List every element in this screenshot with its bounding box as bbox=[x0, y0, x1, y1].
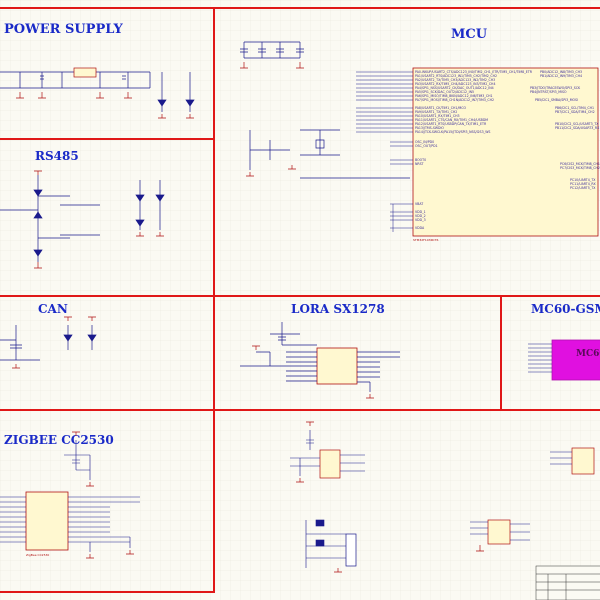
mcu-pin-label: PB4/JNTRST/SPI3_MISO bbox=[530, 90, 567, 94]
mcu-title: MCU bbox=[451, 27, 488, 42]
mcu-pin-names: PA0-WKUP/USART2_CTS/ADC123_IN0/TIM2_CH1_… bbox=[413, 70, 600, 242]
mcu-pin-label: OSC_OUT/PD1 bbox=[415, 144, 438, 148]
rs485-title: RS485 bbox=[35, 149, 79, 163]
mcu-pin-label: PB1/ADC12_IN9/TIM3_CH4 bbox=[540, 74, 582, 78]
lora-grounds bbox=[252, 345, 374, 399]
mcu-pin-label: PA10/USART1_RX/TIM1_CH3 bbox=[415, 114, 460, 118]
zigbee-title: ZIGBEE CC2530 bbox=[4, 433, 114, 447]
mcu-pin-label: PC7/I2S3_MCK/TIM8_CH2 bbox=[560, 166, 600, 170]
lora-circuit bbox=[240, 322, 400, 392]
mcu-pin-label: PC6/I2S2_MCK/TIM8_CH1 bbox=[560, 162, 600, 166]
power-supply-title: POWER SUPPLY bbox=[4, 22, 124, 37]
connector-b bbox=[487, 519, 511, 545]
gsm-frame bbox=[500, 295, 600, 411]
lora-module bbox=[316, 347, 358, 385]
mcu-pin-label: PB10/I2C2_SCL/USART3_TX bbox=[555, 122, 599, 126]
mcu-pin-label: PA7/SPI1_MOSI/TIM8_CH1N/ADC12_IN7/TIM3_C… bbox=[415, 98, 494, 102]
mcu-pin-label: VDD_3 bbox=[415, 218, 426, 222]
misc-grounds bbox=[296, 421, 484, 573]
gsm-title: MC60-GSM- bbox=[531, 302, 600, 316]
can-grounds bbox=[12, 316, 96, 369]
zigbee-circuit bbox=[0, 440, 140, 552]
misc-circuit bbox=[290, 430, 572, 568]
section-borders bbox=[0, 7, 600, 593]
mcu-pin-label: PA13/JTMS-SWDIO bbox=[415, 126, 444, 130]
can-title: CAN bbox=[38, 302, 68, 316]
mcu-pin-label: VBAT bbox=[415, 202, 423, 206]
mcu-pin-label: PA6/SPI1_MISO/TIM8_BKIN/ADC12_IN6/TIM3_C… bbox=[415, 94, 493, 98]
zigbee-ref-label: ZigBee CC2530 bbox=[26, 553, 49, 557]
mcu-pin-label: VDD_2 bbox=[415, 214, 426, 218]
mcu-pin-label: PB0/ADC12_IN8/TIM3_CH3 bbox=[540, 70, 582, 74]
mcu-pin-label: PA5/SPI1_SCK/DAC_OUT2/ADC12_IN5 bbox=[415, 90, 474, 94]
mcu-pins-left bbox=[356, 71, 413, 232]
connector-a bbox=[319, 449, 341, 479]
mcu-pin-label: OSC_IN/PD0 bbox=[415, 140, 434, 144]
gsm-module-label: MC60 bbox=[576, 349, 600, 359]
mcu-pin-label: PB7/I2C1_SDA/TIM4_CH2 bbox=[555, 110, 595, 114]
lora-title: LORA SX1278 bbox=[291, 302, 385, 316]
mcu-pin-label: PC12/UART5_TX bbox=[570, 186, 596, 190]
title-block bbox=[535, 565, 600, 600]
mcu-chip bbox=[412, 67, 599, 237]
mcu-pin-label: PB5/I2C1_SMBA/SPI3_MOSI bbox=[535, 98, 578, 102]
mcu-pin-label: PA14/JTCK-SWCLK/PA15/JTDI/SPI3_NSS/I2S3_… bbox=[415, 130, 490, 134]
mcu-pin-label: PA12/USART1_RTS/USBDP/CAN_TX/TIM1_ETR bbox=[415, 122, 487, 126]
power-grounds bbox=[16, 92, 194, 119]
gsm-circuit bbox=[528, 343, 552, 373]
zigbee-grounds bbox=[72, 431, 134, 559]
mcu-decoupling bbox=[240, 41, 410, 179]
rs485-grounds bbox=[34, 170, 164, 269]
mcu-pin-label: PA3/USART2_RX/TIM5_CH4/ADC123_IN3/TIM2_C… bbox=[415, 82, 495, 86]
mcu-pin-label: BOOT0 bbox=[415, 158, 426, 162]
zigbee-frame bbox=[0, 409, 215, 593]
mcu-pin-label: PA1/USART2_RTS/ADC123_IN1/TIM5_CH2/TIM2_… bbox=[415, 74, 497, 78]
mcu-pin-label: PB3/JTDO/TRACESWO/SPI3_SCK bbox=[530, 86, 581, 90]
mcu-pin-label: PA9/USART1_TX/TIM1_CH2 bbox=[415, 110, 457, 114]
mcu-pin-label: PA2/USART2_TX/TIM5_CH3/ADC123_IN2/TIM2_C… bbox=[415, 78, 495, 82]
zigbee-module bbox=[25, 491, 69, 551]
mcu-pin-label: NRST bbox=[415, 162, 424, 166]
mcu-pin-label: VDDA bbox=[415, 226, 425, 230]
mcu-pin-label: PA0-WKUP/USART2_CTS/ADC123_IN0/TIM2_CH1_… bbox=[415, 70, 533, 74]
connector-c bbox=[571, 447, 595, 475]
can-circuit bbox=[0, 325, 97, 361]
power-supply-circuit bbox=[0, 67, 195, 112]
mcu-pin-label: PA11/USART1_CTS/CAN_RX/TIM1_CH4/USBDM bbox=[415, 118, 488, 122]
mcu-pin-label: PA8/USART1_CK/TIM1_CH1/MCO bbox=[415, 106, 466, 110]
mcu-pin-label: PA4/SPI1_NSS/USART2_CK/DAC_OUT1/ADC12_IN… bbox=[415, 86, 494, 90]
mcu-pin-label: PB11/I2C2_SDA/USART3_RX bbox=[555, 126, 600, 130]
mcu-pin-label: PC10/UART4_TX bbox=[570, 178, 596, 182]
gsm-module bbox=[551, 339, 600, 381]
pin-header bbox=[345, 533, 357, 567]
mcu-grounds bbox=[240, 62, 304, 177]
mcu-pin-label: PB6/I2C1_SCL/TIM4_CH1 bbox=[555, 106, 594, 110]
mcu-pin-label: VDD_1 bbox=[415, 210, 426, 214]
mcu-ref-label: STM32F103RCT6 bbox=[413, 238, 438, 242]
rs485-circuit bbox=[0, 175, 165, 262]
mcu-pin-label: PC11/UART4_RX bbox=[570, 182, 597, 186]
